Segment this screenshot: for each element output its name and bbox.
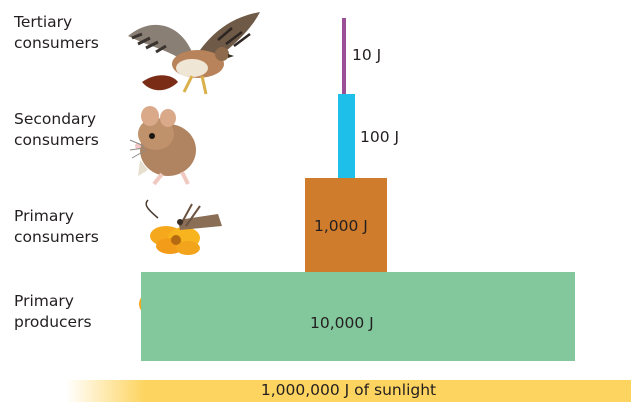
energy-value-tertiary-consumers: 10 J xyxy=(352,46,382,64)
energy-value-secondary-consumers: 100 J xyxy=(360,128,400,146)
sunlight-label: 1,000,000 J of sunlight xyxy=(260,381,437,399)
grasshopper-on-flower-icon xyxy=(145,199,222,255)
level-label-tertiary-consumers: Tertiary consumers xyxy=(14,13,99,52)
energy-value-primary-producers: 10,000 J xyxy=(310,314,374,332)
energy-bar-tertiary-consumers xyxy=(342,18,346,94)
mouse-icon xyxy=(129,106,196,186)
energy-bar-primary-producers xyxy=(141,272,575,361)
level-label-secondary-consumers: Secondary consumers xyxy=(14,110,99,149)
energy-bar-secondary-consumers xyxy=(338,94,355,178)
energy-value-primary-consumers: 1,000 J xyxy=(314,217,368,235)
hawk-icon xyxy=(128,12,260,95)
level-label-primary-consumers: Primary consumers xyxy=(14,207,99,246)
energy-bar-primary-consumers xyxy=(305,178,387,272)
level-label-primary-producers: Primary producers xyxy=(14,292,92,331)
sunlight-band: 1,000,000 J of sunlight xyxy=(66,380,631,402)
